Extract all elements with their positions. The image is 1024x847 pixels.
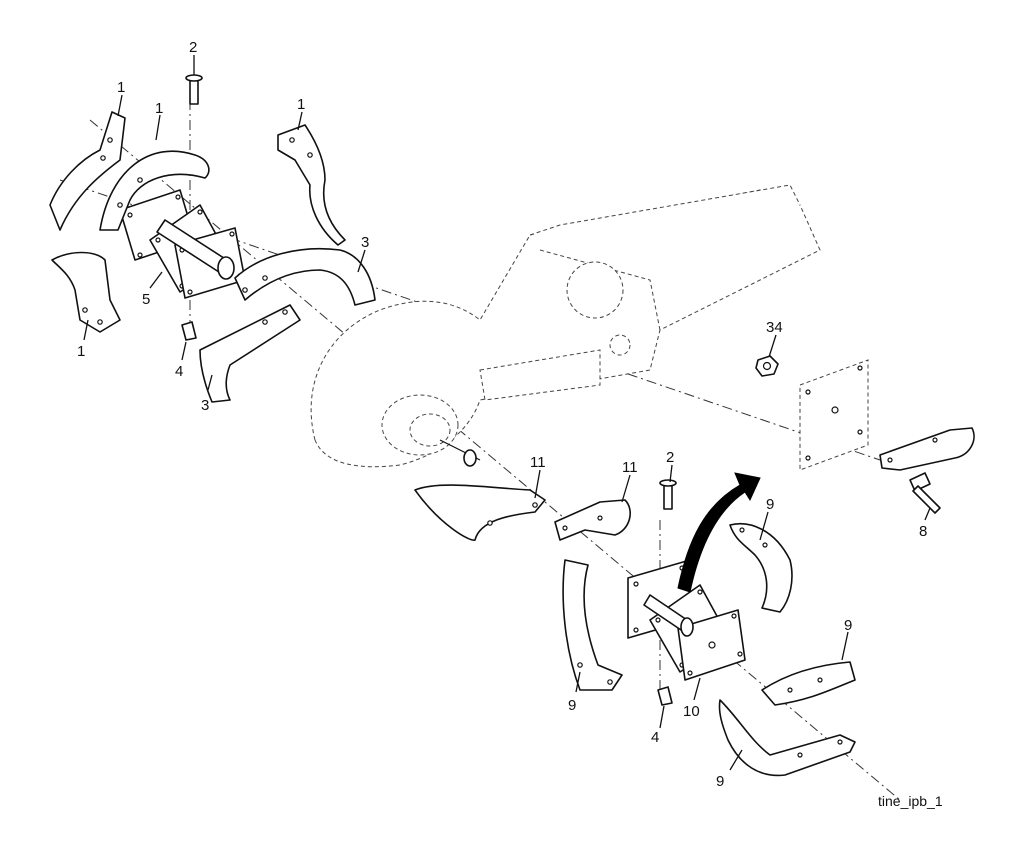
- callout-1-c: 1: [297, 96, 305, 113]
- transmission-housing: [310, 184, 821, 468]
- hex-bolt: [909, 472, 941, 514]
- right-tine-assembly: [414, 472, 856, 777]
- callout-8: 8: [919, 523, 927, 540]
- rotation-direction-arrow: [677, 472, 761, 593]
- callout-34: 34: [766, 319, 783, 336]
- callout-1-d: 1: [77, 343, 85, 360]
- callout-9-c: 9: [568, 697, 576, 714]
- right-clevis-pin: [659, 479, 677, 510]
- callout-4-a: 4: [175, 363, 183, 380]
- callout-5: 5: [142, 291, 150, 308]
- left-tine-upper-far: [49, 111, 126, 231]
- right-tine-top-left: [414, 484, 546, 541]
- callout-9-d: 9: [716, 773, 724, 790]
- callout-9-b: 9: [844, 617, 852, 634]
- callout-10: 10: [683, 703, 700, 720]
- left-hub-tube: [156, 219, 235, 280]
- left-hairpin-clip: [181, 321, 197, 341]
- callout-3-a: 3: [361, 234, 369, 251]
- right-tine-upper-right: [729, 523, 793, 613]
- callout-11-b: 11: [622, 459, 638, 476]
- left-tine-upper-right: [277, 124, 346, 246]
- left-tine-lower-left: [51, 251, 121, 333]
- far-right-tine: [879, 427, 975, 471]
- callout-4-b: 4: [651, 729, 659, 746]
- left-tine-upper-near: [99, 150, 210, 231]
- right-hairpin-clip: [657, 686, 673, 706]
- right-far-hub-assembly: [755, 355, 975, 514]
- callout-1-b: 1: [155, 100, 163, 117]
- callout-labels: 1 1 2 1 3 5 1 4 3 34 8 11 11 2 9 9 9 4 1…: [77, 39, 927, 790]
- left-tine-assembly: [49, 74, 376, 403]
- leader-lines: [83, 55, 931, 771]
- left-clevis-pin: [185, 74, 203, 105]
- right-tine-mid-right: [761, 661, 856, 706]
- right-tine-left-long: [562, 559, 623, 691]
- hex-nut: [755, 355, 779, 377]
- right-tine-bottom: [718, 699, 856, 777]
- left-tine-lower-right: [234, 247, 376, 306]
- callout-9-a: 9: [766, 496, 774, 513]
- callout-11-a: 11: [530, 454, 546, 471]
- callout-2-a: 2: [189, 39, 197, 56]
- callout-1-a: 1: [117, 79, 125, 96]
- figure-id-caption: tine_ipb_1: [878, 793, 943, 809]
- right-tine-top-mid: [554, 499, 631, 541]
- callout-3-b: 3: [201, 397, 209, 414]
- callout-2-b: 2: [666, 449, 674, 466]
- left-tine-bottom: [199, 304, 301, 403]
- right-hub-tube: [643, 594, 694, 637]
